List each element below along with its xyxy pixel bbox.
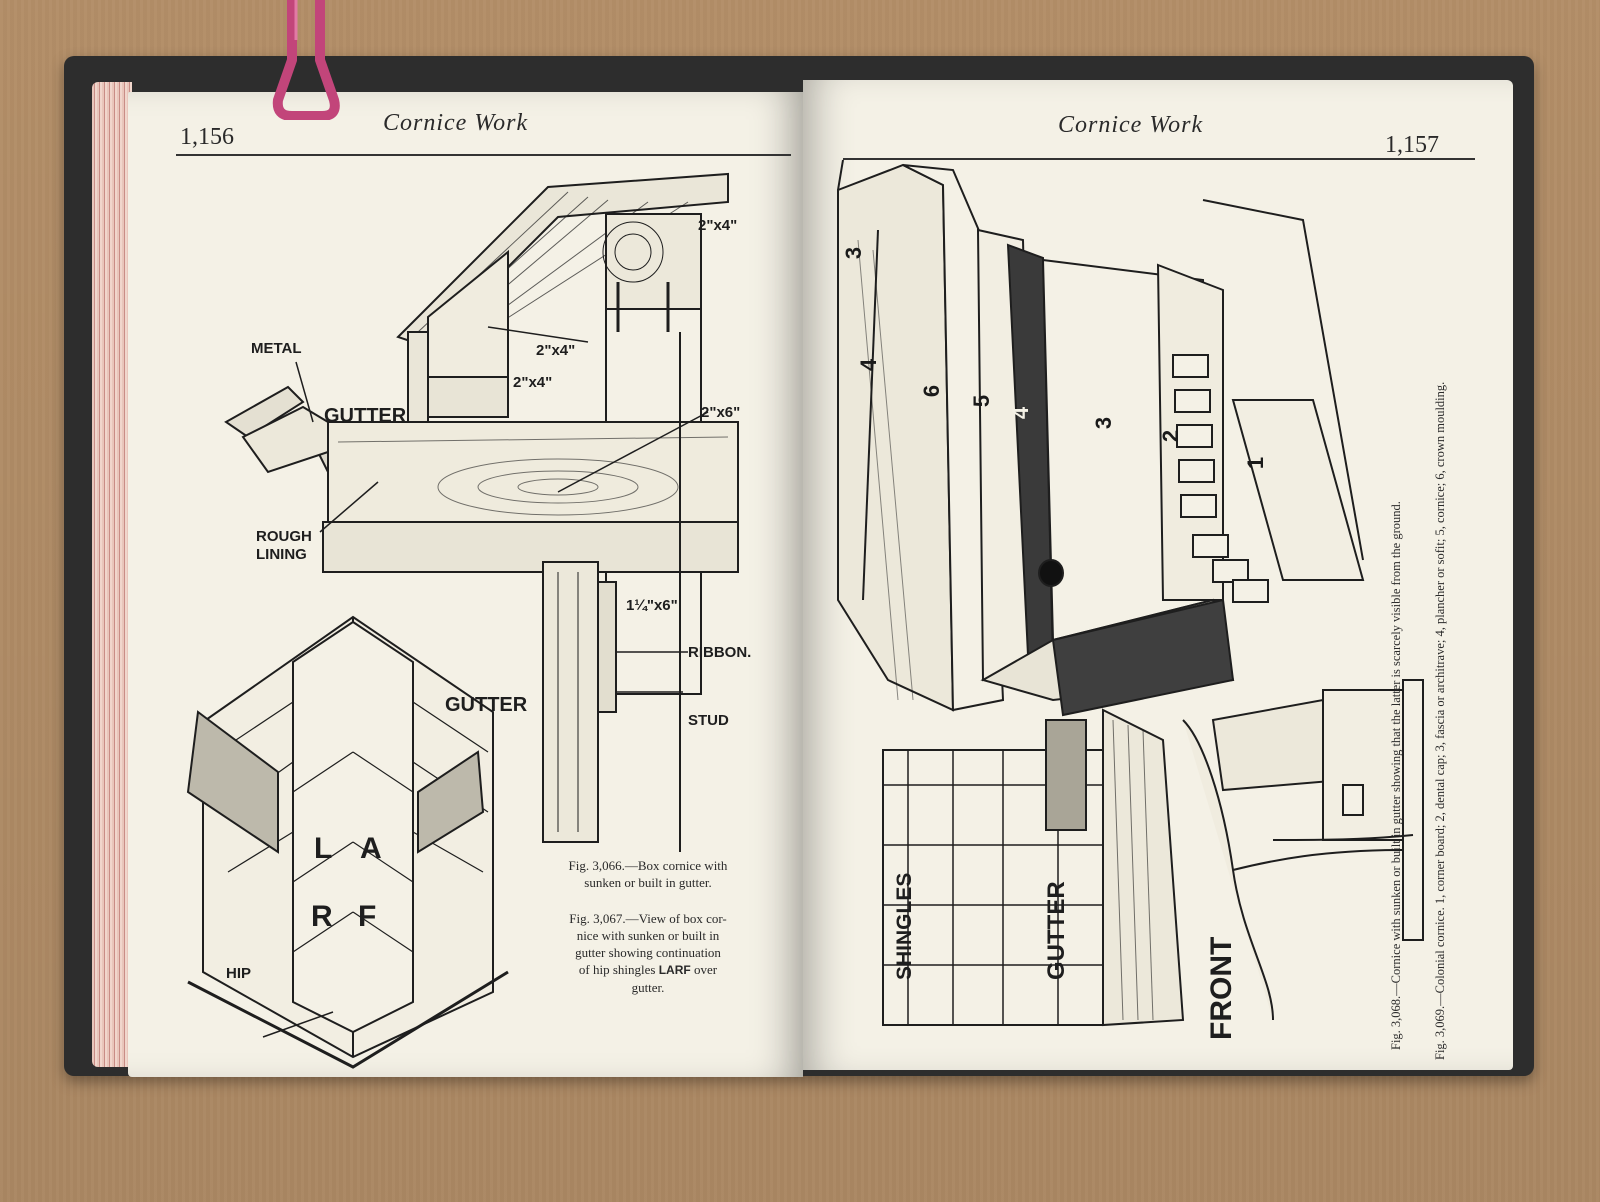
- right-page: Cornice Work 1,157: [803, 80, 1513, 1070]
- label-2x6: 2"x6": [701, 404, 741, 421]
- running-head-right: Cornice Work: [1058, 112, 1204, 138]
- page-number-left: 1,156: [180, 124, 234, 150]
- label-2x4-mid: 2"x4": [536, 342, 576, 359]
- label-rough: ROUGH: [256, 528, 312, 545]
- label-2x4-small: 2"x4": [513, 374, 553, 391]
- label-metal: METAL: [251, 340, 302, 357]
- cornice-illustration-right: [837, 159, 1424, 1027]
- caption-fig-3067: Fig. 3,067.—View of box cor- nice with s…: [569, 911, 727, 995]
- label-gutter-right: GUTTER: [1043, 881, 1070, 980]
- label-1x6: 1¼"x6": [626, 597, 678, 614]
- letter-a: A: [360, 832, 382, 865]
- label-gutter-top: GUTTER: [324, 405, 407, 427]
- letter-r: R: [311, 900, 333, 933]
- label-front: FRONT: [1205, 936, 1238, 1040]
- number-4: 4: [1008, 406, 1034, 420]
- letter-l: L: [314, 832, 333, 865]
- page-edges: [92, 82, 132, 1067]
- number-2: 2: [1158, 429, 1184, 443]
- label-gutter-bottom: GUTTER: [445, 694, 528, 716]
- label-2x4-top: 2"x4": [698, 217, 738, 234]
- caption-fig-3069: Fig. 3,069.—Colonial cornice. 1, corner …: [1433, 381, 1447, 1060]
- running-head-left: Cornice Work: [383, 110, 529, 136]
- number-5: 5: [969, 394, 995, 408]
- header-rule-right: [843, 158, 1475, 160]
- page-number-right: 1,157: [1385, 132, 1439, 158]
- left-page: 1,156 Cornice Work: [128, 92, 803, 1077]
- letter-f: F: [358, 900, 377, 933]
- label-stud: STUD: [688, 712, 729, 729]
- label-lining: LINING: [256, 546, 307, 563]
- label-ribbon: RIBBON.: [688, 644, 752, 661]
- number-1: 1: [1243, 456, 1269, 470]
- cornice-illustration-left: [186, 172, 739, 1069]
- header-rule-left: [176, 154, 791, 156]
- number-3: 3: [1091, 416, 1117, 430]
- number-3-left: 3: [841, 246, 867, 260]
- label-shingles: SHINGLES: [893, 872, 916, 980]
- caption-fig-3066: Fig. 3,066.—Box cornice with sunken or b…: [568, 858, 728, 890]
- number-6: 6: [919, 384, 945, 398]
- caption-fig-3068: Fig. 3,068.—Cornice with sunken or built…: [1389, 501, 1403, 1050]
- label-hip: HIP: [226, 965, 252, 982]
- number-4-left: 4: [856, 358, 882, 372]
- binder-clip: [272, 0, 340, 120]
